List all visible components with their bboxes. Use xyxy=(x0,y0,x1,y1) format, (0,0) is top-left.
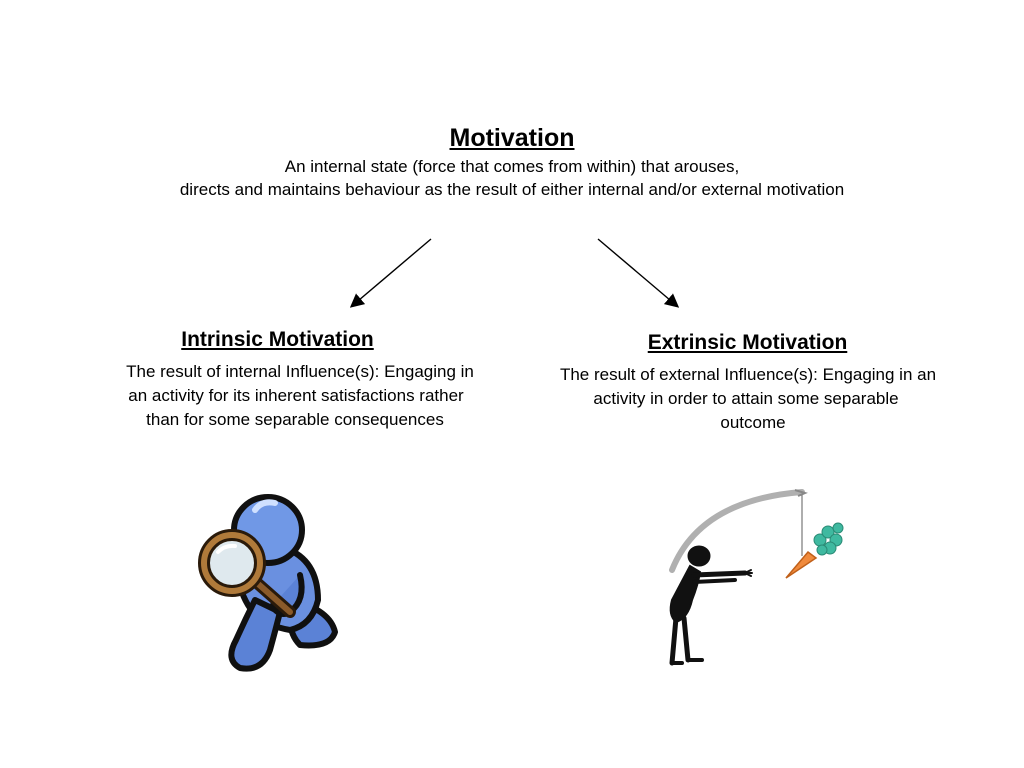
extrinsic-heading: Extrinsic Motivation xyxy=(647,331,848,354)
intrinsic-description: The result of internal Influence(s): Eng… xyxy=(100,360,500,432)
intrinsic-heading: Intrinsic Motivation xyxy=(181,328,374,351)
definition-line-2: directs and maintains behaviour as the r… xyxy=(179,180,845,199)
page-title: Motivation xyxy=(449,124,575,152)
arrow-to-extrinsic xyxy=(597,238,680,308)
arrow-to-intrinsic xyxy=(349,238,432,308)
intrinsic-line-2: an activity for its inherent satisfactio… xyxy=(128,386,464,405)
extrinsic-line-2: activity in order to attain some separab… xyxy=(593,389,899,408)
definition: An internal state (force that comes from… xyxy=(0,155,1024,201)
intrinsic-line-1: The result of internal Influence(s): Eng… xyxy=(126,362,474,381)
extrinsic-line-3: outcome xyxy=(720,413,786,432)
intrinsic-line-3: than for some separable consequences xyxy=(146,410,444,429)
definition-line-1: An internal state (force that comes from… xyxy=(284,157,740,176)
extrinsic-line-1: The result of external Influence(s): Eng… xyxy=(559,365,937,384)
extrinsic-description: The result of external Influence(s): Eng… xyxy=(538,363,958,435)
